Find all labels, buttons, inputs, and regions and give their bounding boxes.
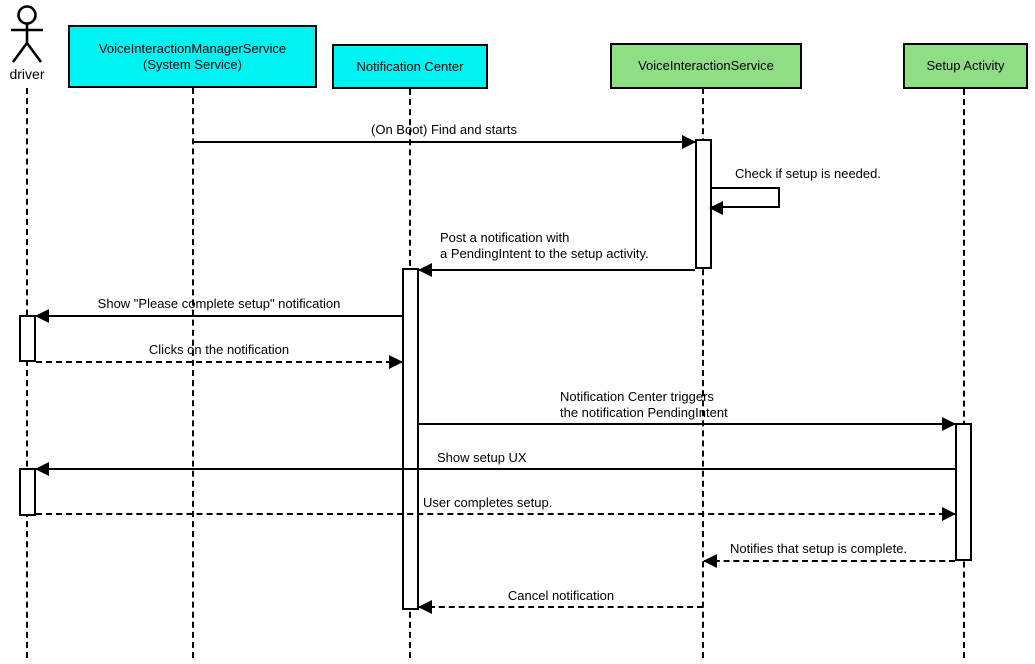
message-post-notification-label: Post a notification with a PendingIntent… (440, 230, 649, 261)
lifeline-voice-interaction-manager-service (192, 88, 194, 658)
participant-label: VoiceInteractionManagerService (98, 40, 287, 56)
message-show-notification-label: Show "Please complete setup" notificatio… (97, 296, 341, 311)
message-user-completes-arrow (36, 507, 956, 521)
activation-driver-2 (19, 468, 36, 516)
lifeline-voice-interaction-service (702, 88, 704, 658)
arrowhead-icon (682, 135, 696, 149)
message-show-notification-arrow (35, 309, 402, 323)
message-show-setup-ux-arrow (35, 462, 955, 476)
arrowhead-icon (418, 263, 432, 277)
message-clicks-notification-label: Clicks on the notification (148, 342, 290, 357)
arrowhead-icon (389, 355, 403, 369)
activation-driver-1 (19, 315, 36, 362)
activation-setup-activity (955, 423, 972, 561)
arrowhead-icon (418, 600, 432, 614)
participant-voice-interaction-manager-service: VoiceInteractionManagerService (System S… (68, 25, 317, 88)
message-nc-triggers-label: Notification Center triggers the notific… (560, 389, 728, 420)
participant-label: Notification Center (356, 58, 464, 74)
message-post-notification-arrow (418, 263, 695, 277)
actor-icon (11, 5, 43, 63)
message-show-setup-ux-label: Show setup UX (437, 450, 527, 465)
participant-notification-center: Notification Center (332, 44, 488, 89)
activation-notification-center (402, 268, 419, 610)
arrowhead-icon (703, 554, 717, 568)
message-user-completes-label: User completes setup. (423, 495, 553, 510)
message-cancel-notification-label: Cancel notification (507, 588, 615, 603)
participant-voice-interaction-service: VoiceInteractionService (610, 43, 802, 89)
participant-setup-activity: Setup Activity (903, 43, 1028, 89)
message-check-setup-arrow (709, 187, 780, 215)
arrowhead-icon (942, 417, 956, 431)
lifeline-setup-activity (963, 89, 965, 658)
message-notifies-complete-label: Notifies that setup is complete. (730, 541, 908, 556)
message-cancel-notification-arrow (418, 600, 703, 614)
arrowhead-icon (35, 462, 49, 476)
arrowhead-icon (709, 201, 723, 215)
participant-label: VoiceInteractionService (638, 58, 774, 73)
arrowhead-icon (942, 507, 956, 521)
message-clicks-notification-arrow (36, 355, 403, 369)
lifeline-driver (26, 88, 28, 658)
actor-label: driver (9, 66, 45, 82)
participant-label: Setup Activity (926, 58, 1005, 73)
participant-label: (System Service) (143, 56, 242, 72)
message-nc-triggers-arrow (419, 417, 956, 431)
message-on-boot-label: (On Boot) Find and starts (371, 122, 517, 137)
message-check-setup-label: Check if setup is needed. (735, 166, 881, 181)
message-notifies-complete-arrow (703, 554, 955, 568)
arrowhead-icon (35, 309, 49, 323)
message-on-boot-arrow (193, 135, 696, 149)
